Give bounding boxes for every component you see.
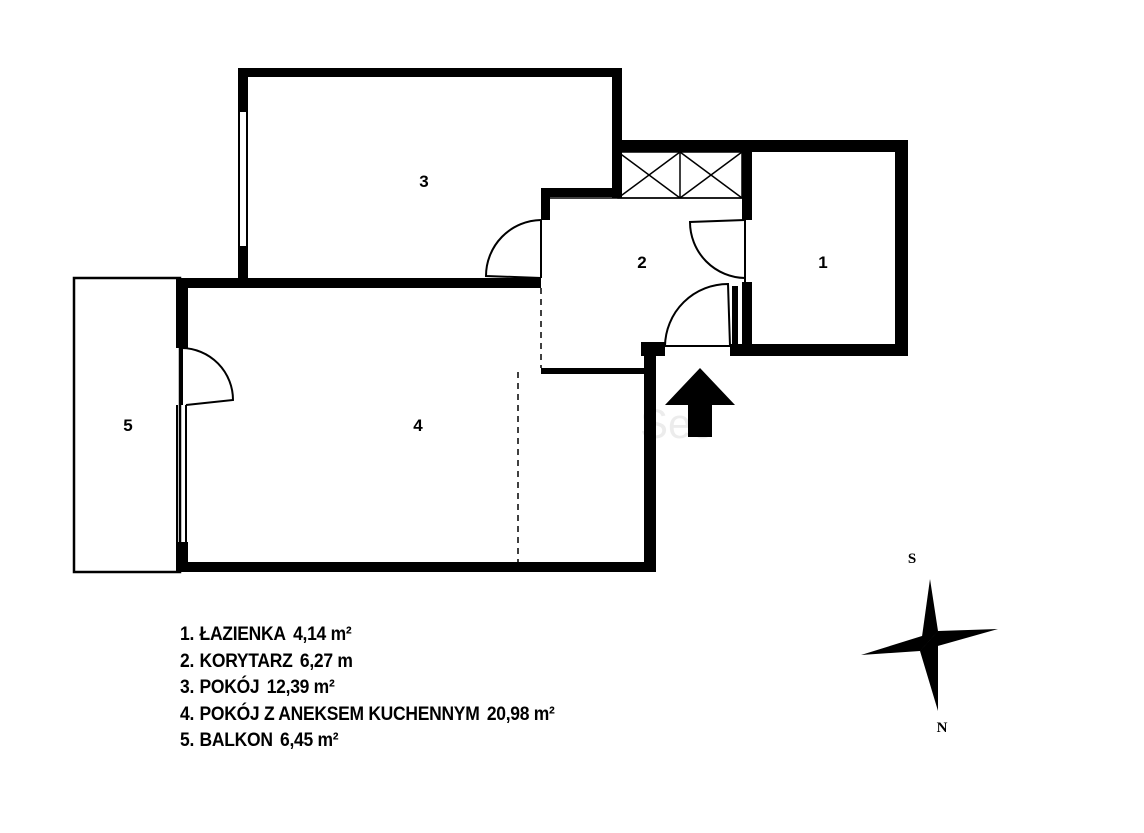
room-4-walls [176,278,656,572]
room-1-label: 1 [818,253,827,272]
legend-room-name: BALKON [199,730,273,751]
bathroom-door [688,219,746,282]
compass-south-label: S [908,551,916,567]
room-4-balcony-window [176,405,187,542]
room-5-label: 5 [123,416,132,435]
room-4-label: 4 [413,416,423,435]
legend-area: 20,98 m² [486,703,555,725]
room-3-window [238,112,248,246]
legend-area: 6,45 m² [280,730,339,751]
legend-area: 6,27 m [299,650,353,672]
legend-number: 3. [180,677,195,698]
balcony-outline [72,276,182,574]
legend-room-name: KORYTARZ [199,650,293,672]
balcony-door [181,347,235,406]
legend-room-name: ŁAZIENKA [199,624,286,645]
legend-number: 5. [180,730,195,751]
legend-number: 2. [180,650,195,672]
entrance-door [664,282,731,347]
room-legend: 1.ŁAZIENKA 4,14 m² 2.KORYTARZ 6,27 m 3.POK… [180,622,555,755]
bathroom-walls [732,140,908,356]
legend-item: 2.KORYTARZ 6,27 m [180,649,555,676]
legend-number: 1. [180,624,195,645]
room-3-walls [238,68,622,288]
legend-item: 4.POKÓJ Z ANEKSEM KUCHENNYM 20,98 m² [180,702,555,729]
compass-north-label: N [937,720,948,736]
legend-room-name: POKÓJ [199,677,260,698]
legend-item: 1.ŁAZIENKA 4,14 m² [180,622,555,649]
entrance-arrow-icon [665,368,735,437]
corridor-walls [612,140,908,356]
room-2-label: 2 [637,253,646,272]
kitchen-dashed-lines [517,288,542,562]
legend-area: 4,14 m² [293,624,352,645]
compass-icon [861,579,998,711]
room-3-door [484,219,542,279]
legend-item: 3.POKÓJ 12,39 m² [180,675,555,702]
legend-area: 12,39 m² [266,677,335,698]
legend-number: 4. [180,703,195,725]
legend-item: 5.BALKON 6,45 m² [180,728,555,755]
legend-room-name: POKÓJ Z ANEKSEM KUCHENNYM [199,703,480,725]
room-3-label: 3 [419,172,428,191]
